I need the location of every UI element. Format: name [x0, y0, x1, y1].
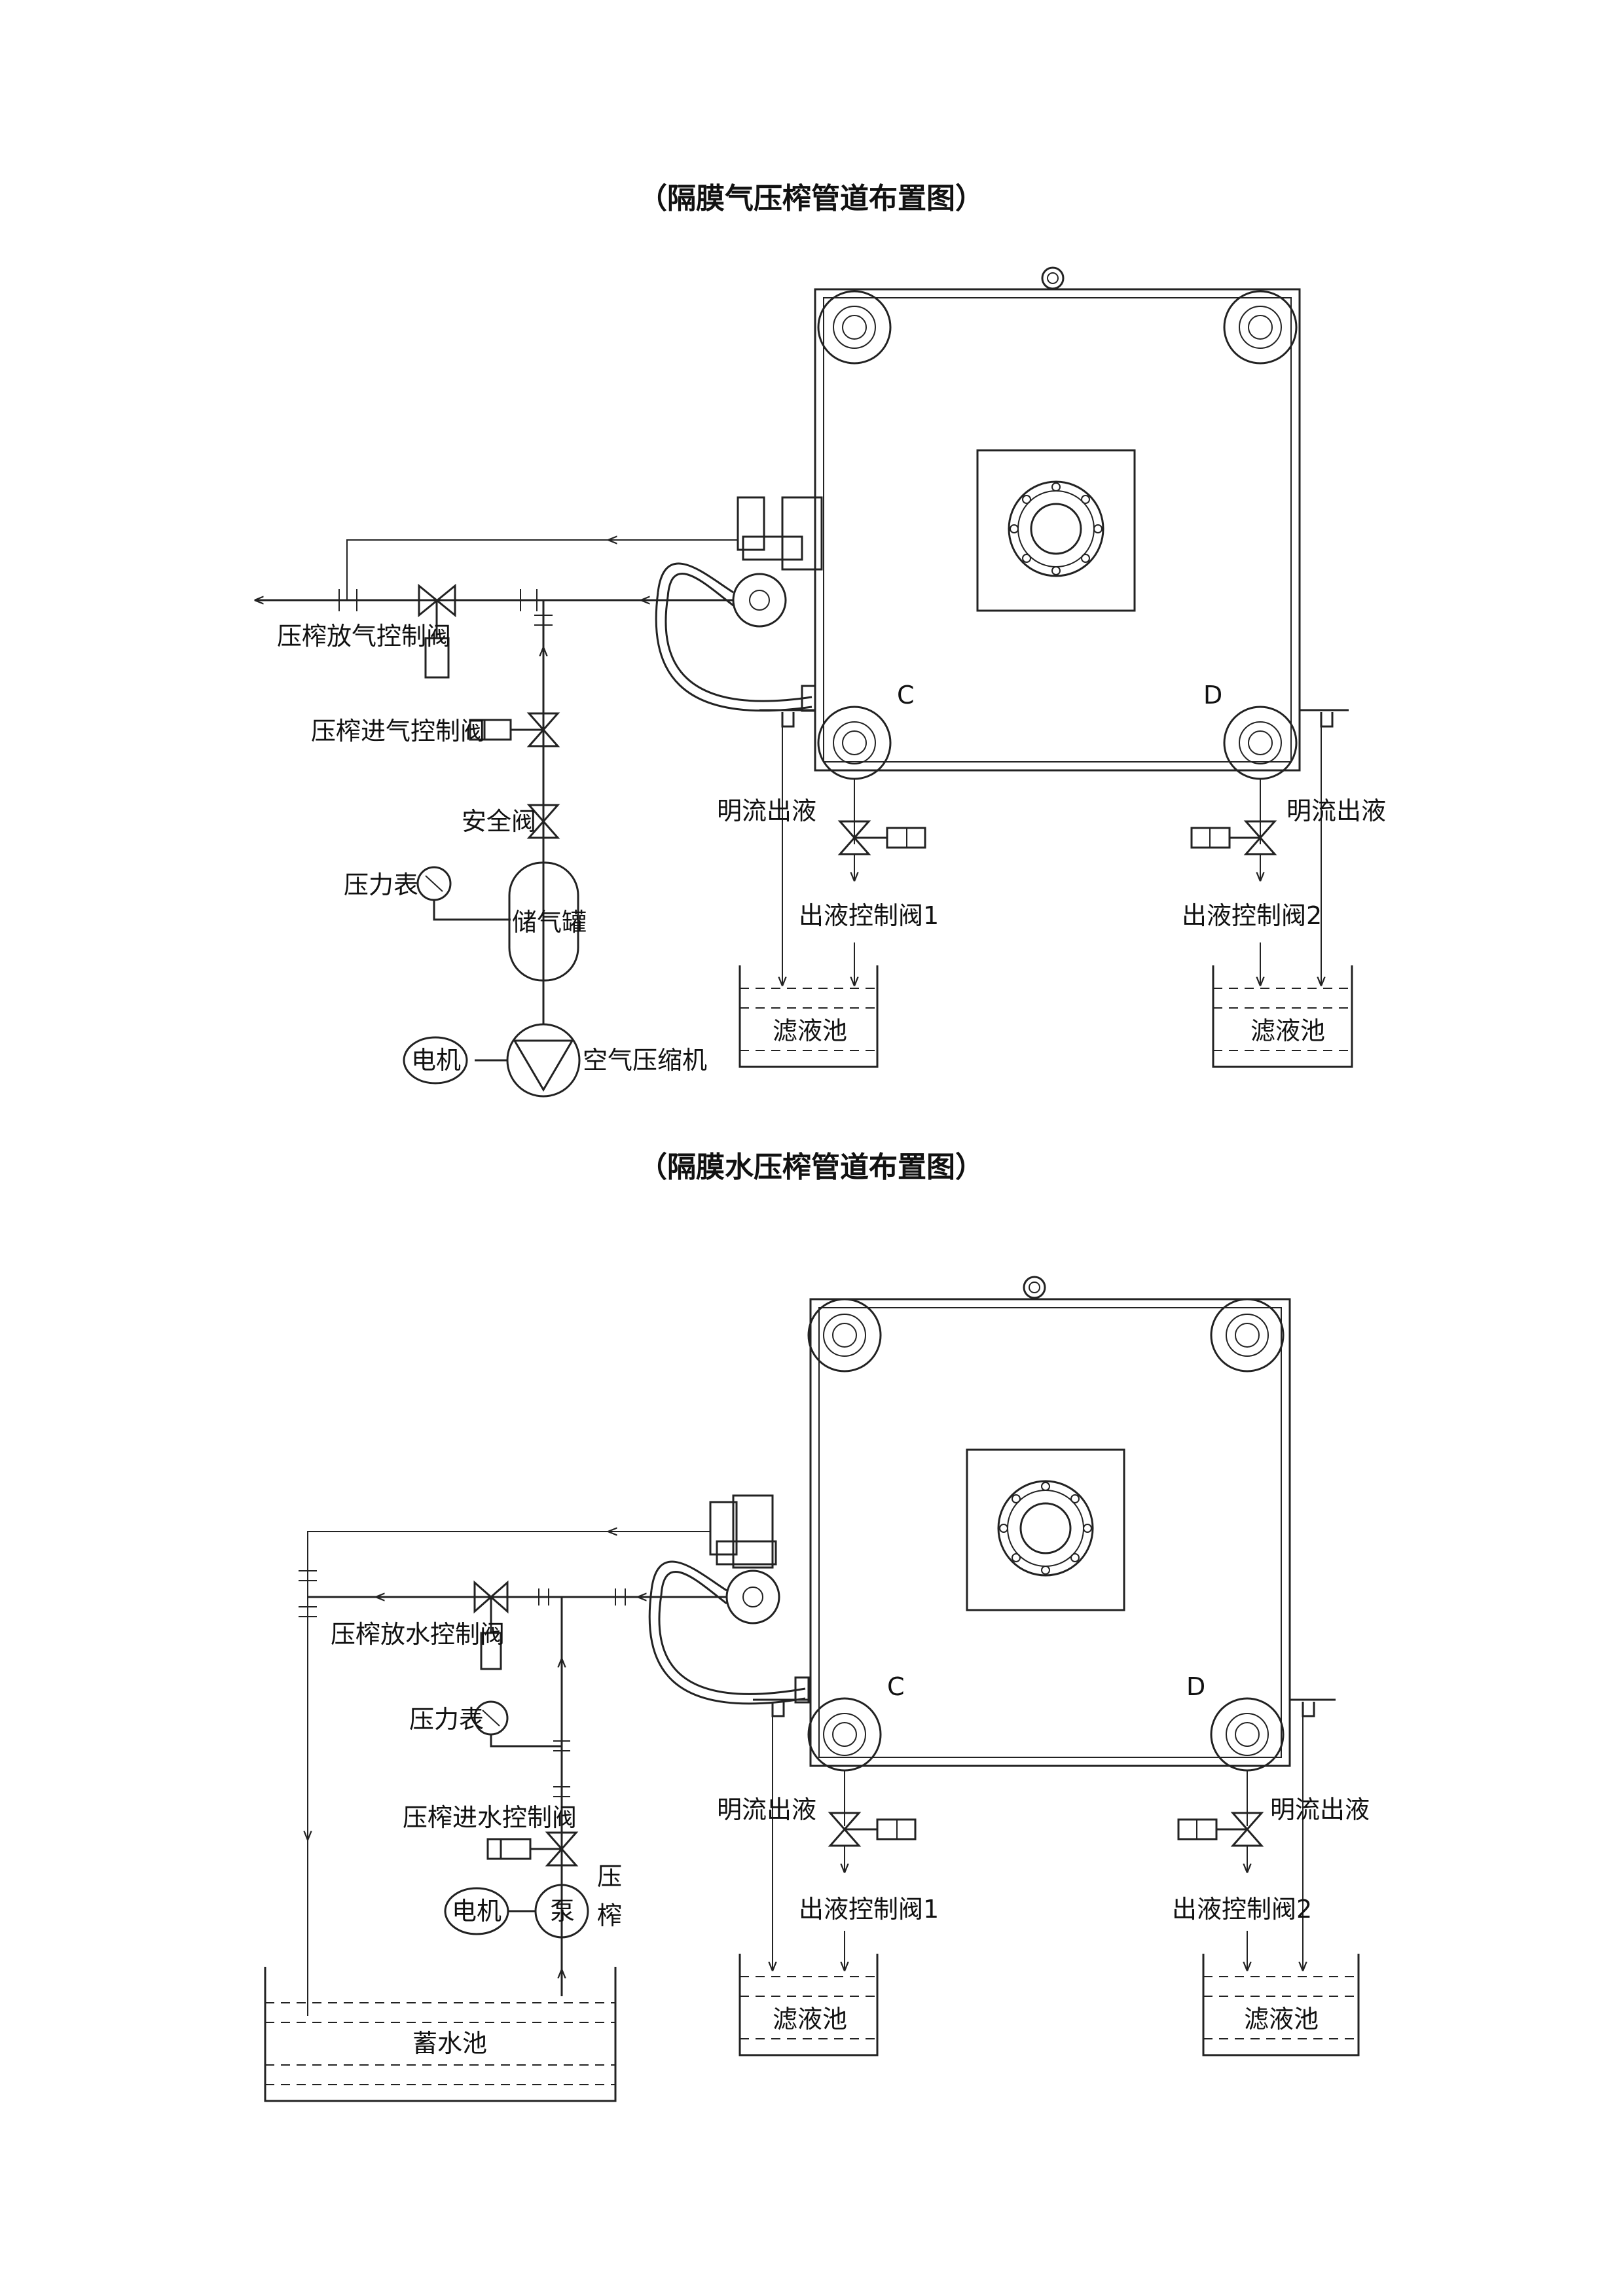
air-inlet-valve-icon[interactable]: [469, 712, 560, 747]
water-open-flow-right-label: 明流出液: [1270, 1795, 1370, 1824]
center-feed-box: [976, 449, 1136, 612]
air-diagram: （隔膜气压榨管道布置图）: [255, 182, 1386, 1098]
corner-port-icon: [817, 290, 892, 365]
water-reservoir: 蓄水池: [264, 1967, 617, 2102]
water-inlet-valve-icon[interactable]: [486, 1831, 579, 1867]
diaphragm-inlet-assembly: [655, 496, 823, 712]
air-filtrate-tank-right: 滤液池: [1212, 965, 1353, 1068]
water-outlet-valve-2-icon[interactable]: [1177, 1812, 1264, 1847]
air-compressor-label: 空气压缩机: [583, 1046, 707, 1075]
air-motor-label: 电机: [411, 1046, 461, 1075]
corner-port-icon: [1223, 706, 1298, 780]
water-pump-icon: [507, 1884, 589, 1939]
water-open-flow-left-label: 明流出液: [717, 1795, 816, 1824]
filter-plate-water: C D: [807, 1276, 1291, 1772]
corner-label-d: D: [1203, 681, 1222, 709]
water-outlet-valve-1-icon[interactable]: [828, 1812, 917, 1847]
water-filtrate-tank-left: 滤液池: [739, 1954, 879, 2056]
air-discharge-valve-icon[interactable]: [418, 583, 456, 679]
water-filtrate-tank-right: 滤液池: [1202, 1954, 1360, 2056]
air-pressure-gauge-label: 压力表: [344, 870, 418, 899]
vent-pipe: [346, 539, 738, 601]
air-outlet-valve-1-label: 出液控制阀1: [799, 901, 939, 930]
filter-plate-air: C D: [814, 266, 1301, 780]
water-filtrate-right-label: 滤液池: [1244, 2005, 1319, 2034]
air-inlet-valve-label: 压榨进气控制阀: [311, 717, 485, 745]
water-outlet-valve-2-label: 出液控制阀2: [1172, 1895, 1312, 1924]
water-press-char-1: 压: [597, 1862, 622, 1891]
water-discharge-valve-label: 压榨放水控制阀: [331, 1620, 505, 1649]
water-return-pipe: [307, 1531, 710, 2016]
corner-label-c: C: [887, 1672, 905, 1701]
air-filtrate-tank-left: 滤液池: [739, 965, 879, 1068]
air-compressor-icon: [475, 980, 581, 1098]
safety-valve-icon[interactable]: [526, 804, 560, 839]
water-filtrate-left-label: 滤液池: [773, 2005, 847, 2034]
center-flange-icon: [1008, 480, 1104, 577]
corner-port-icon: [1210, 1298, 1285, 1372]
water-discharge-valve-icon[interactable]: [473, 1580, 509, 1670]
water-pressure-gauge-icon: [473, 1700, 562, 1748]
air-tank-label: 储气罐: [512, 908, 587, 937]
water-diagram: （隔膜水压榨管道布置图）: [264, 1151, 1370, 2102]
air-filtrate-right-label: 滤液池: [1250, 1016, 1325, 1045]
corner-port-icon: [807, 1298, 882, 1372]
outlet-tap-right: [1290, 1698, 1336, 1717]
air-open-flow-right-label: 明流出液: [1286, 797, 1386, 825]
water-reservoir-label: 蓄水池: [412, 2029, 487, 2058]
water-inlet-valve-label: 压榨进水控制阀: [403, 1803, 577, 1832]
corner-label-d: D: [1186, 1672, 1205, 1701]
water-outlet-valve-1-label: 出液控制阀1: [799, 1895, 939, 1924]
diaphragm-inlet-assembly: [648, 1494, 810, 1705]
air-discharge-valve-label: 压榨放气控制阀: [277, 622, 451, 651]
corner-label-c: C: [897, 681, 915, 709]
safety-valve-label: 安全阀: [462, 807, 536, 836]
lifting-eye-icon: [1023, 1276, 1046, 1299]
outlet-tap-left: [753, 1698, 811, 1717]
air-outlet-valve-1-icon[interactable]: [837, 820, 926, 855]
air-pressure-gauge-icon: [416, 866, 511, 921]
outlet-tap-left: [759, 709, 815, 728]
corner-port-icon: [1223, 290, 1298, 365]
lifting-eye-icon: [1041, 266, 1065, 290]
air-outlet-valve-2-icon[interactable]: [1190, 820, 1277, 855]
corner-port-icon: [1210, 1697, 1285, 1772]
air-diagram-title: （隔膜气压榨管道布置图）: [638, 182, 984, 215]
air-outlet-valve-2-label: 出液控制阀2: [1182, 901, 1322, 930]
water-motor-label: 电机: [452, 1897, 501, 1926]
air-filtrate-left-label: 滤液池: [773, 1016, 847, 1045]
center-feed-box: [966, 1448, 1125, 1611]
air-motor-icon: [403, 1036, 468, 1085]
water-pump-label: 泵: [550, 1897, 575, 1926]
water-diagram-title: （隔膜水压榨管道布置图）: [638, 1151, 984, 1184]
center-flange-icon: [997, 1480, 1094, 1577]
water-pressure-gauge-label: 压力表: [409, 1705, 484, 1734]
corner-port-icon: [817, 706, 892, 780]
outlet-tap-right: [1300, 709, 1349, 728]
water-motor-icon: [444, 1887, 509, 1935]
water-press-char-2: 榨: [597, 1901, 622, 1930]
air-open-flow-left-label: 明流出液: [717, 797, 816, 825]
